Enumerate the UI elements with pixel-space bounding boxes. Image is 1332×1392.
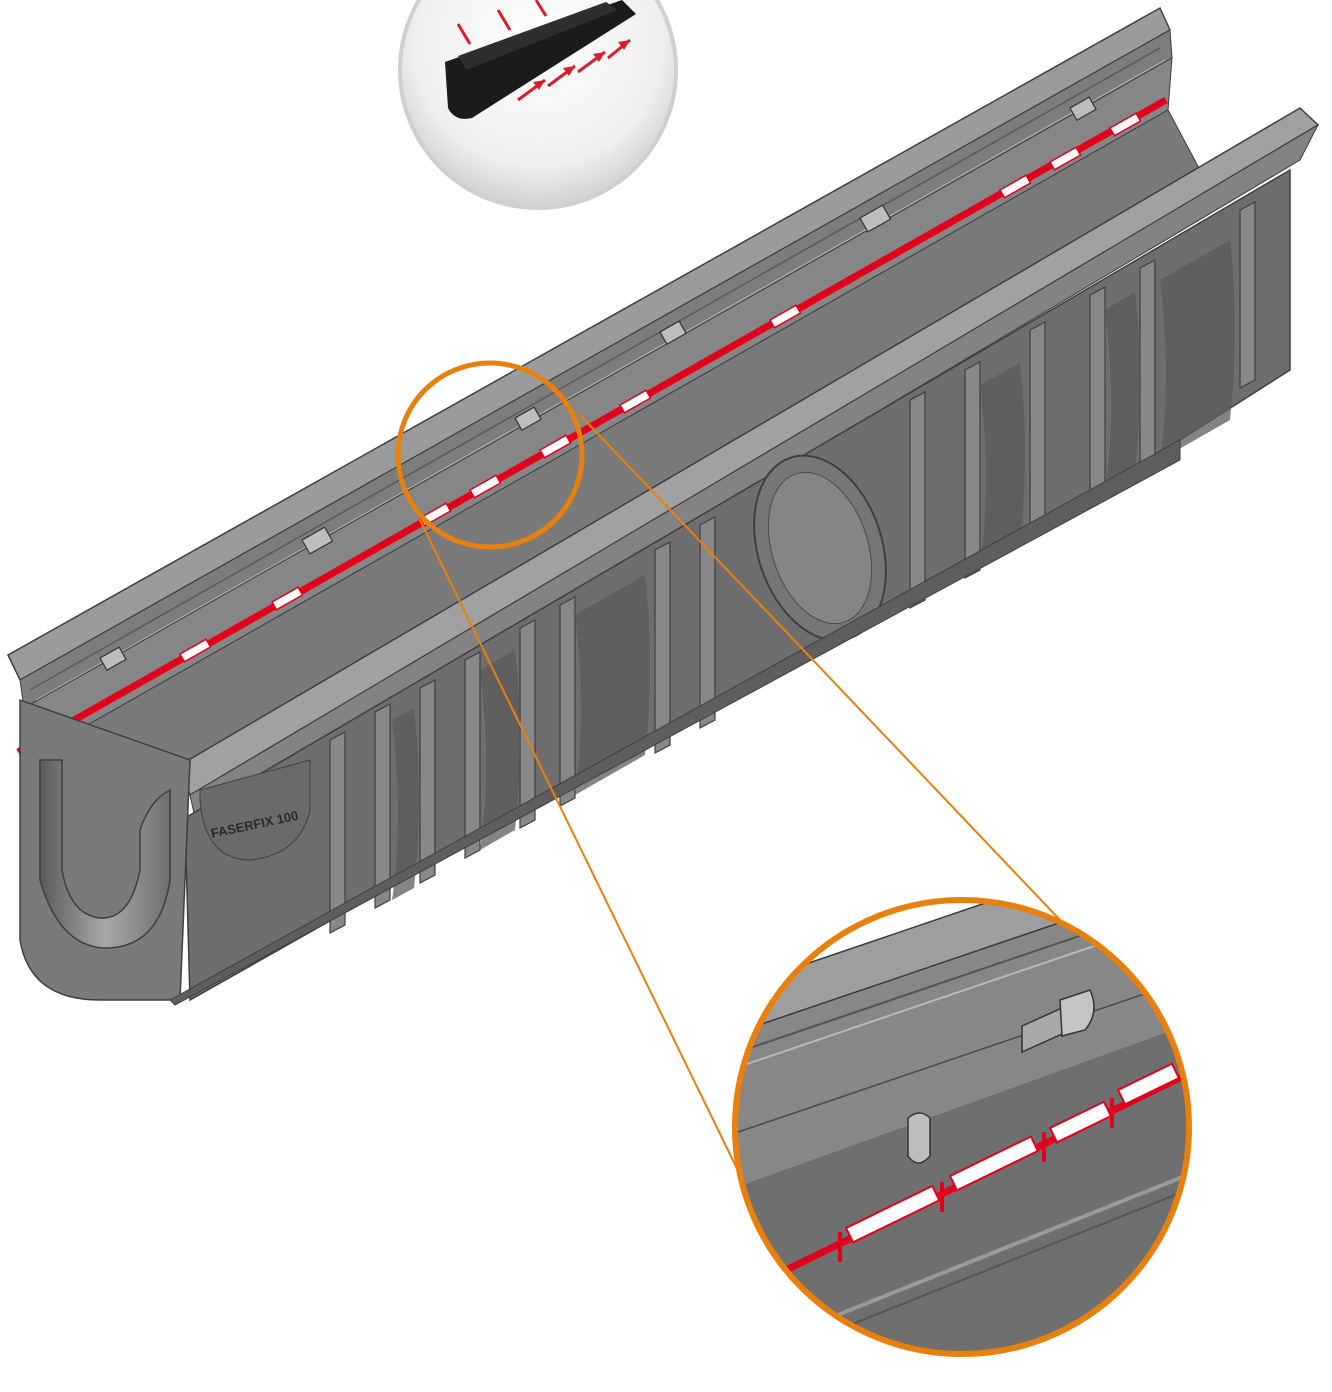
zoom-clip — [1021, 989, 1095, 1054]
magnifier-callout — [395, 360, 1061, 1186]
zoom-stop — [907, 1112, 931, 1164]
drainage-channel: FASERFIX 100 — [7, 6, 1320, 1006]
callout-ring — [395, 360, 585, 550]
zoom-ring — [732, 897, 1192, 1357]
wall-ribs — [329, 201, 1256, 934]
seal-strip — [16, 96, 1168, 756]
seal-profile-badge — [398, 0, 678, 210]
zoom-detail — [732, 897, 1192, 1357]
seal-gaps — [178, 112, 1142, 663]
u-trough — [39, 759, 171, 949]
grate-clips — [99, 96, 1097, 671]
seal-profile-icon — [445, 0, 636, 119]
